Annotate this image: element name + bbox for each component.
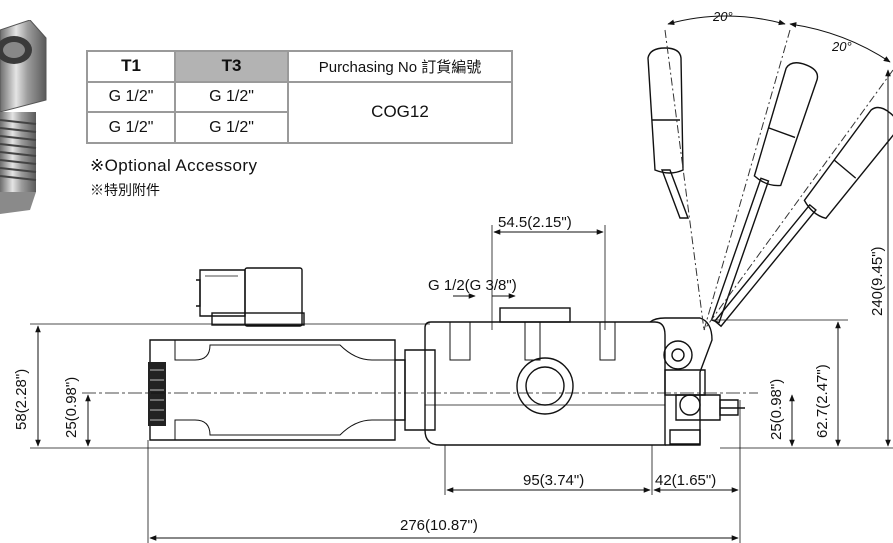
height-total-label: 58(2.28")	[13, 369, 30, 430]
optional-accessory-note: ※Optional Accessory	[90, 156, 258, 175]
height-center-left-label: 25(0.98")	[63, 377, 80, 438]
cell-t3: G 1/2"	[174, 111, 289, 144]
port-spacing-label: 54.5(2.15")	[498, 214, 572, 231]
lever-height-label: 240(9.45")	[869, 246, 886, 316]
lever-offset-label: 42(1.65")	[655, 472, 716, 489]
cell-t1: G 1/2"	[86, 111, 176, 144]
lever-handle-left	[647, 47, 690, 219]
angle-label-1: 20°	[712, 9, 733, 24]
header-t1: T1	[86, 50, 176, 83]
port-center	[516, 357, 574, 415]
pivot-height-label: 62.7(2.47")	[814, 364, 831, 438]
header-purchasing-no: Purchasing No 訂貨編號	[287, 50, 513, 83]
accessory-fitting-image	[0, 20, 47, 214]
port-thread-label: G 1/2(G 3/8")	[428, 277, 517, 294]
optional-accessory-note-zh: ※特別附件	[90, 182, 160, 198]
table-row: G 1/2" G 1/2" COG12	[86, 80, 513, 145]
cell-t3: G 1/2"	[174, 80, 289, 114]
spec-table: T1 T3 Purchasing No 訂貨編號 G 1/2" G 1/2" C…	[86, 50, 513, 145]
handwheel	[148, 362, 166, 426]
solenoid-coil	[244, 267, 303, 327]
lever-handle-center	[710, 62, 819, 324]
connector	[199, 269, 246, 317]
cell-purchasing-no: COG12	[287, 80, 513, 145]
coil-base	[211, 312, 305, 326]
valve-body	[424, 321, 666, 446]
cell-t1: G 1/2"	[86, 80, 176, 114]
table-row: G 1/2" G 1/2"	[86, 111, 512, 144]
overall-length-label: 276(10.87")	[400, 517, 478, 534]
body-length-label: 95(3.74")	[523, 472, 584, 489]
top-cap	[499, 307, 571, 323]
header-t3: T3	[174, 50, 289, 83]
table-header-row: T1 T3 Purchasing No 訂貨編號	[86, 50, 513, 83]
height-center-right-label: 25(0.98")	[768, 379, 785, 440]
lever-housing	[649, 317, 713, 446]
operator-body	[149, 339, 396, 441]
lever-handle-right	[713, 106, 893, 328]
angle-label-2: 20°	[831, 39, 852, 54]
pivot	[663, 340, 693, 370]
